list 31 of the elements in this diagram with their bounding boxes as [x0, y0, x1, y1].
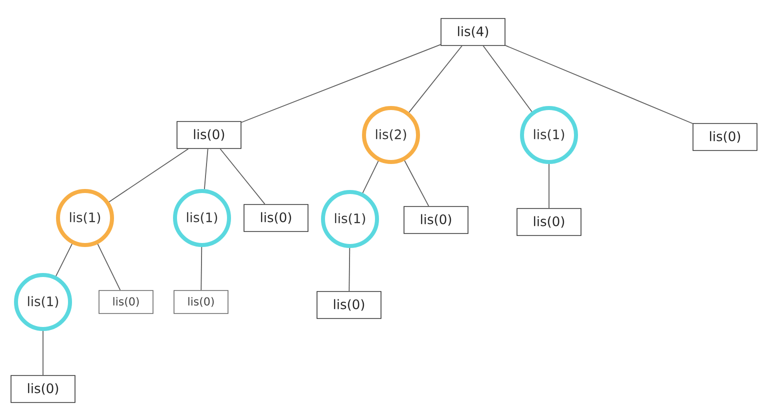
connector-line	[348, 248, 350, 292]
connector-line	[220, 148, 266, 205]
box-node: lis(0)	[692, 123, 758, 151]
connector-line	[204, 148, 208, 190]
circle-node: lis(2)	[362, 106, 420, 164]
connector-line	[504, 45, 694, 124]
connector-line	[404, 160, 430, 207]
connector-line	[408, 45, 462, 113]
connector-line	[200, 246, 202, 291]
circle-node: lis(1)	[14, 273, 72, 331]
circle-node: lis(1)	[520, 106, 578, 164]
connector-line	[97, 244, 121, 291]
circle-node: lis(1)	[173, 189, 231, 247]
circle-node: lis(1)	[321, 190, 379, 248]
box-node: lis(0)	[98, 290, 154, 314]
box-node: lis(0)	[176, 121, 242, 149]
box-node: lis(0)	[404, 206, 468, 234]
connector-line	[42, 330, 44, 376]
connector-line	[482, 45, 532, 112]
connector-line	[56, 243, 72, 276]
connector-line	[240, 44, 442, 123]
connector-line	[362, 160, 379, 194]
box-node: lis(0)	[174, 290, 228, 314]
box-node: lis(0)	[10, 375, 76, 403]
box-node: lis(0)	[244, 204, 308, 232]
box-node: lis(4)	[440, 18, 506, 46]
circle-node: lis(1)	[56, 189, 114, 247]
box-node: lis(0)	[516, 208, 582, 236]
connector-line	[548, 164, 550, 209]
connector-line	[108, 148, 189, 202]
box-node: lis(0)	[316, 291, 382, 319]
